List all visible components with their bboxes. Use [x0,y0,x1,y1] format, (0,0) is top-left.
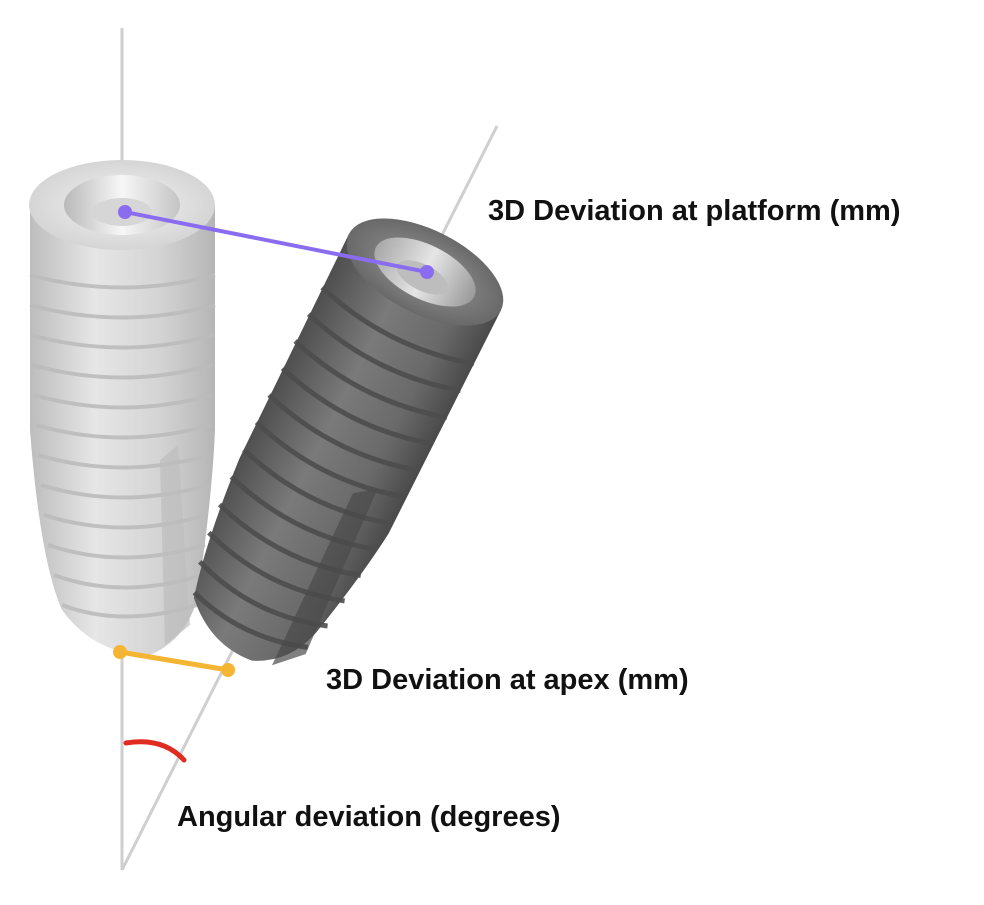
placed-implant [192,218,504,666]
platform-point-planned [118,205,132,219]
apex-point-planned [113,645,127,659]
angular-deviation-label: Angular deviation (degrees) [177,801,561,833]
platform-point-placed [420,265,434,279]
apex-point-placed [221,663,235,677]
apex-deviation-label: 3D Deviation at apex (mm) [326,664,689,696]
apex-deviation-line [119,649,229,673]
angle-arc [123,739,187,763]
platform-deviation-line [124,210,428,274]
platform-deviation-label: 3D Deviation at platform (mm) [488,195,901,227]
planned-implant [29,160,216,655]
